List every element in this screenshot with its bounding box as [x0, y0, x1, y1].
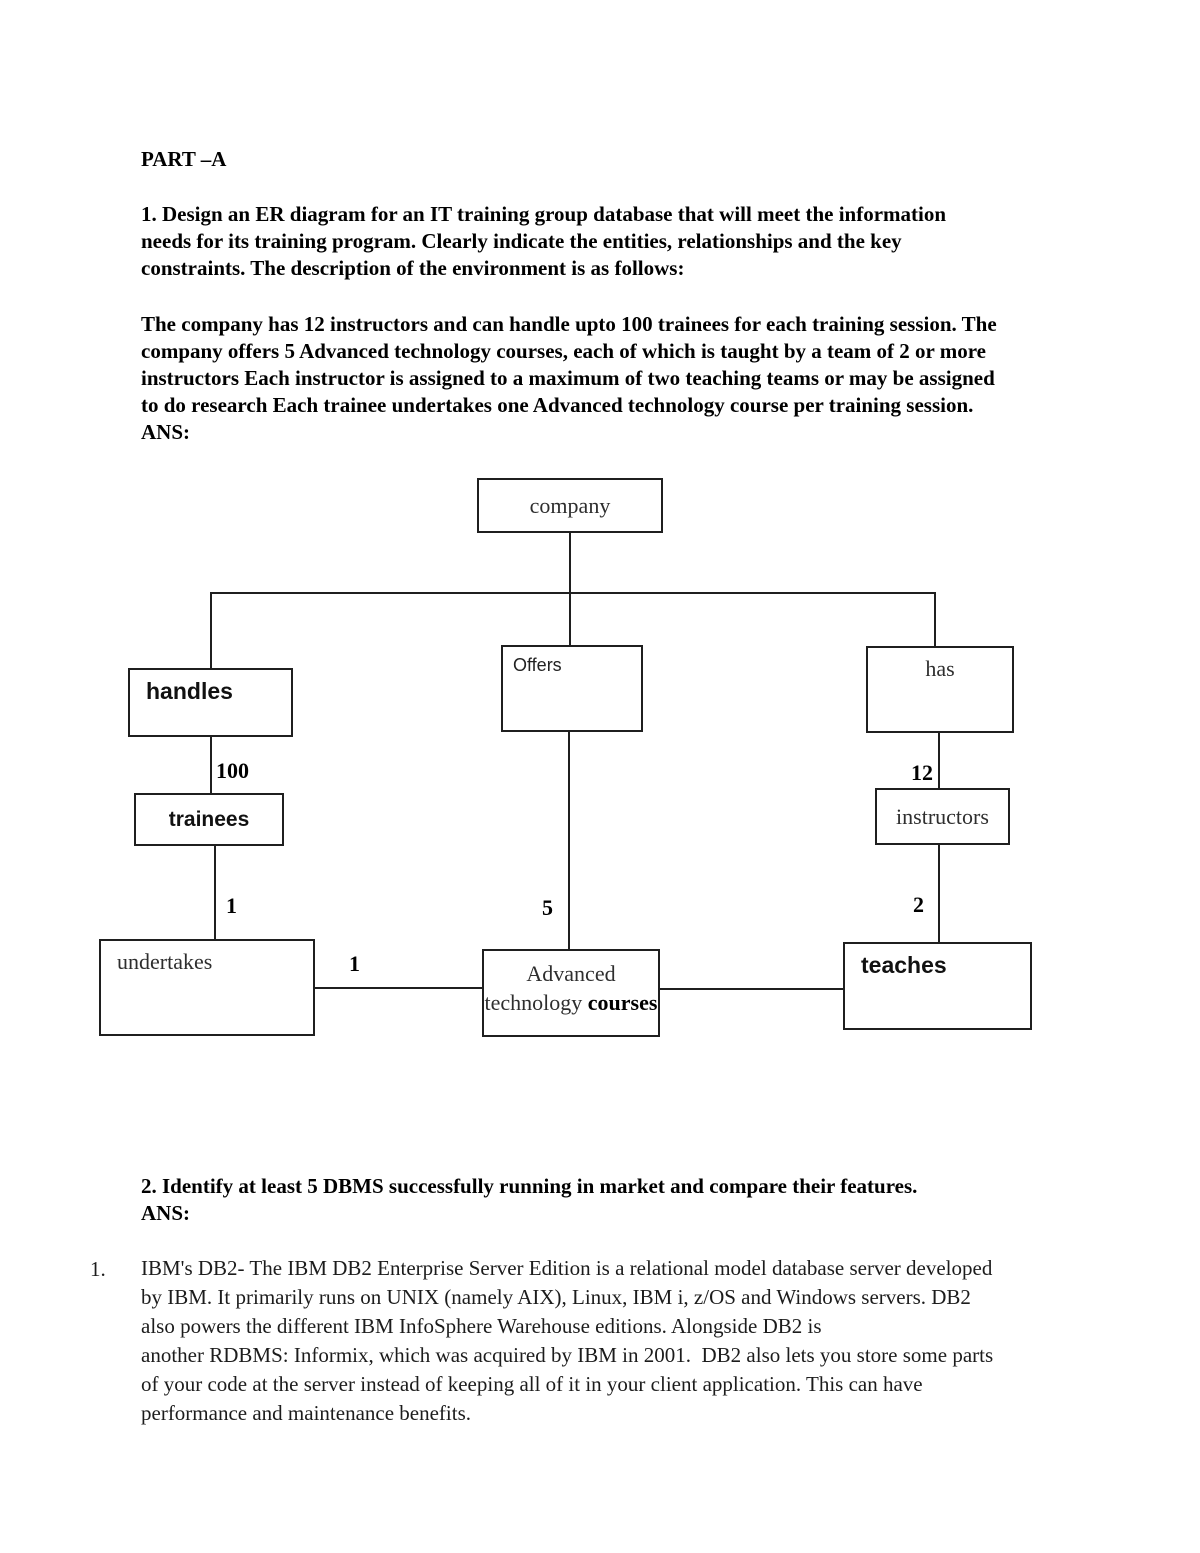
relationship-undertakes-box: undertakes — [99, 939, 315, 1036]
entity-company-box: company — [477, 478, 663, 533]
question-1-line: needs for its training program. Clearly … — [141, 229, 902, 253]
connector-instructors-teaches — [938, 845, 940, 942]
answer-list-marker: 1. — [90, 1257, 106, 1281]
relationship-offers-box: Offers — [501, 645, 643, 732]
answer-line: also powers the different IBM InfoSphere… — [141, 1314, 822, 1338]
cardinality-100: 100 — [216, 758, 249, 783]
relationship-teaches-box: teaches — [843, 942, 1032, 1030]
relationship-has-label: has — [925, 656, 955, 681]
relationship-undertakes-label: undertakes — [117, 949, 213, 974]
cardinality-5: 5 — [542, 895, 553, 920]
connector-trainees-undertakes — [214, 846, 216, 939]
answer-line: another RDBMS: Informix, which was acqui… — [141, 1343, 994, 1367]
cardinality-1-course: 1 — [349, 951, 360, 976]
entity-courses-label-line1: Advanced — [526, 961, 616, 986]
entity-company-label: company — [529, 492, 611, 518]
entity-trainees-box: trainees — [134, 793, 284, 846]
entity-courses-label-line2: technology courses — [484, 990, 658, 1015]
relationship-handles-box: handles — [128, 668, 293, 737]
connector-courses-teaches — [660, 988, 843, 990]
entity-instructors-box: instructors — [875, 788, 1010, 845]
entity-instructors-label: instructors — [896, 803, 989, 829]
cardinality-1-trainee: 1 — [226, 893, 237, 918]
relationship-has-box: has — [866, 646, 1014, 733]
answer-list-item-1: IBM's DB2- The IBM DB2 Enterprise Server… — [141, 1254, 993, 1428]
description-line: to do research Each trainee undertakes o… — [141, 393, 974, 417]
connector-main-horizontal — [210, 592, 936, 594]
entity-courses-label: Advanced technology courses — [484, 951, 658, 1017]
connector-offers-courses — [568, 732, 570, 949]
environment-description: The company has 12 instructors and can h… — [141, 311, 997, 446]
entity-trainees-label: trainees — [168, 807, 250, 831]
question-2: 2. Identify at least 5 DBMS successfully… — [141, 1173, 917, 1227]
cardinality-12: 12 — [911, 760, 933, 785]
connector-drop-offers — [569, 592, 571, 645]
entity-courses-box: Advanced technology courses — [482, 949, 660, 1037]
ans-label: ANS: — [141, 1201, 191, 1225]
ans-label: ANS: — [141, 420, 191, 444]
description-line: instructors Each instructor is assigned … — [141, 366, 995, 390]
description-line: company offers 5 Advanced technology cou… — [141, 339, 986, 363]
connector-drop-handles — [210, 592, 212, 668]
relationship-handles-label: handles — [146, 678, 233, 704]
question-1: 1. Design an ER diagram for an IT traini… — [141, 201, 946, 282]
page-heading: PART –A — [141, 147, 227, 171]
cardinality-2: 2 — [913, 892, 924, 917]
connector-handles-trainees — [210, 737, 212, 793]
connector-drop-has — [934, 592, 936, 646]
question-1-line: constraints. The description of the envi… — [141, 256, 685, 280]
answer-line: by IBM. It primarily runs on UNIX (namel… — [141, 1285, 971, 1309]
connector-has-instructors — [938, 733, 940, 788]
connector-company-down — [569, 533, 571, 594]
answer-line: IBM's DB2- The IBM DB2 Enterprise Server… — [141, 1256, 993, 1280]
connector-undertakes-courses — [315, 987, 482, 989]
question-2-line: 2. Identify at least 5 DBMS successfully… — [141, 1174, 918, 1198]
answer-line: of your code at the server instead of ke… — [141, 1372, 923, 1396]
relationship-teaches-label: teaches — [861, 952, 947, 978]
relationship-offers-label: Offers — [513, 655, 562, 675]
question-1-line: 1. Design an ER diagram for an IT traini… — [141, 202, 947, 226]
answer-line: performance and maintenance benefits. — [141, 1401, 472, 1425]
description-line: The company has 12 instructors and can h… — [141, 312, 997, 336]
